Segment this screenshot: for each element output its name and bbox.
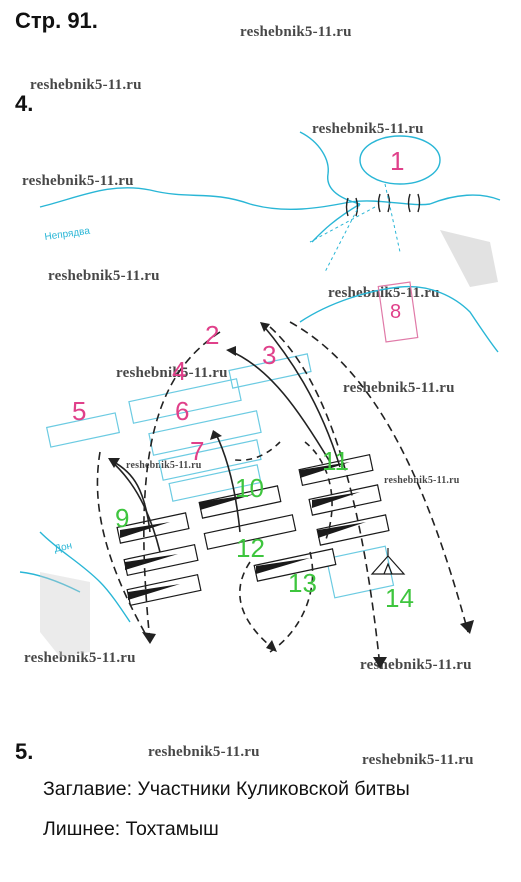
watermark: reshebnik5-11.ru bbox=[312, 121, 424, 137]
label-7: 7 bbox=[190, 436, 204, 466]
watermark: reshebnik5-11.ru bbox=[343, 380, 455, 396]
label-5: 5 bbox=[72, 396, 86, 426]
label-12: 12 bbox=[236, 533, 265, 563]
label-9: 9 bbox=[115, 503, 129, 533]
label-8: 8 bbox=[390, 301, 401, 323]
troop-blocks bbox=[116, 453, 390, 607]
river-lines bbox=[19, 131, 501, 623]
tent-icon bbox=[370, 548, 406, 575]
answer-title-line: Заглавие: Участники Куликовской битвы bbox=[43, 778, 410, 801]
task-4-number: 4. bbox=[15, 91, 34, 116]
region-8-rect bbox=[377, 281, 419, 343]
answer-title-label: Заглавие: bbox=[43, 778, 133, 800]
watermark: reshebnik5-11.ru bbox=[22, 173, 134, 189]
label-14: 14 bbox=[385, 583, 414, 613]
scan-artifact bbox=[40, 230, 498, 657]
label-6: 6 bbox=[175, 396, 189, 426]
label-13: 13 bbox=[288, 568, 317, 598]
field-rectangles bbox=[45, 353, 395, 599]
watermark: reshebnik5-11.ru bbox=[30, 77, 142, 93]
watermark: reshebnik5-11.ru bbox=[362, 752, 474, 768]
answer-extra-label: Лишнее: bbox=[43, 818, 121, 840]
arrow-heads bbox=[108, 322, 474, 669]
label-2: 2 bbox=[205, 320, 219, 350]
region-ellipse bbox=[359, 135, 441, 185]
watermark: reshebnik5-11.ru bbox=[240, 24, 352, 40]
map-number-labels: 1 2 3 4 5 6 7 8 9 10 11 12 13 14 bbox=[72, 146, 414, 613]
label-11: 11 bbox=[322, 446, 349, 476]
watermark: reshebnik5-11.ru bbox=[48, 268, 160, 284]
watermark: reshebnik5-11.ru bbox=[360, 657, 472, 673]
label-1: 1 bbox=[390, 146, 404, 176]
watermark: reshebnik5-11.ru bbox=[126, 460, 202, 471]
label-10: 10 bbox=[235, 473, 264, 503]
river-label-don: Дон bbox=[53, 540, 73, 554]
river-label-nepryadva: Непрядва bbox=[44, 226, 91, 243]
watermark: reshebnik5-11.ru bbox=[24, 650, 136, 666]
watermark: reshebnik5-11.ru bbox=[116, 365, 228, 381]
task-5-number: 5. bbox=[15, 739, 34, 764]
label-3: 3 bbox=[262, 340, 276, 370]
watermark: reshebnik5-11.ru bbox=[148, 744, 260, 760]
battle-map: Непрядва Дон bbox=[19, 131, 501, 669]
movement-arrows bbox=[96, 321, 469, 668]
answer-extra-value: Тохтамыш bbox=[125, 818, 219, 840]
label-4: 4 bbox=[172, 356, 186, 386]
bridges bbox=[345, 193, 421, 217]
answer-title-value: Участники Куликовской битвы bbox=[137, 778, 410, 800]
page-number: Стр. 91. bbox=[15, 8, 98, 33]
watermark: reshebnik5-11.ru bbox=[384, 475, 460, 486]
answer-extra-line: Лишнее: Тохтамыш bbox=[43, 818, 219, 841]
